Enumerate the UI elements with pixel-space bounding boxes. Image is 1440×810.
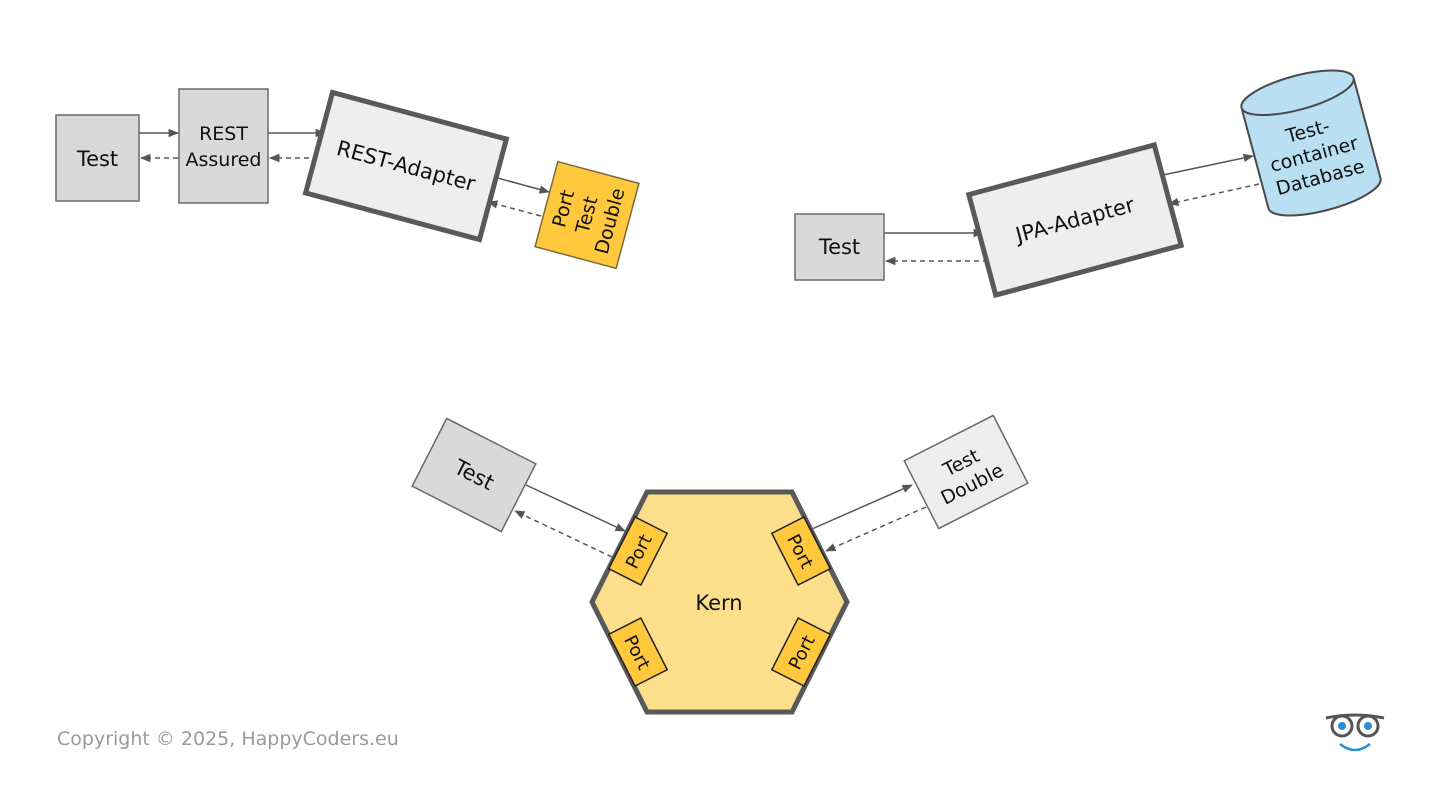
core-label: Kern <box>695 591 742 615</box>
arrow-test-double-to-core-port <box>825 506 927 552</box>
arrow-test-to-core-port <box>525 484 626 532</box>
port-test-double-box: Port Test Double <box>534 160 640 270</box>
rest-assured-label-line1: REST <box>199 123 248 145</box>
rest-adapter-box: REST-Adapter <box>302 89 510 243</box>
core-port-bottom-right: Port <box>770 616 832 688</box>
jpa-adapter-box: JPA-Adapter <box>965 141 1185 299</box>
arrow-port-double-to-adapter <box>486 200 542 217</box>
jpa-test-label: Test <box>818 235 860 259</box>
core-port-bottom-left: Port <box>607 616 669 688</box>
rest-test-label: Test <box>76 147 118 171</box>
core-port-top-right: Port <box>770 515 832 587</box>
testcontainer-database: Test- container Database <box>1240 69 1382 217</box>
copyright-text: Copyright © 2025, HappyCoders.eu <box>57 728 399 750</box>
rest-assured-label-line2: Assured <box>186 149 262 171</box>
arrow-jpa-adapter-to-database <box>1162 153 1255 176</box>
jpa-test-box: Test <box>794 213 885 281</box>
rest-section: Test REST Assured REST-Adapter Port Test… <box>55 88 640 270</box>
arrow-adapter-to-port-double <box>493 176 551 194</box>
jpa-section: Test JPA-Adapter Test- container Databas… <box>794 69 1382 299</box>
arrow-database-to-jpa-adapter <box>1167 183 1260 207</box>
arrow-core-port-to-test-double <box>811 484 913 530</box>
core-port-top-left: Port <box>607 515 669 587</box>
glasses-smiley-icon <box>1325 713 1385 752</box>
core-test-double-box: Test Double <box>903 414 1029 530</box>
core-test-box: Test <box>411 417 537 533</box>
rest-assured-box: REST Assured <box>178 88 269 204</box>
core-section: Test Test Double Kern Port Port Port P <box>411 414 1029 715</box>
rest-test-box: Test <box>55 114 140 202</box>
